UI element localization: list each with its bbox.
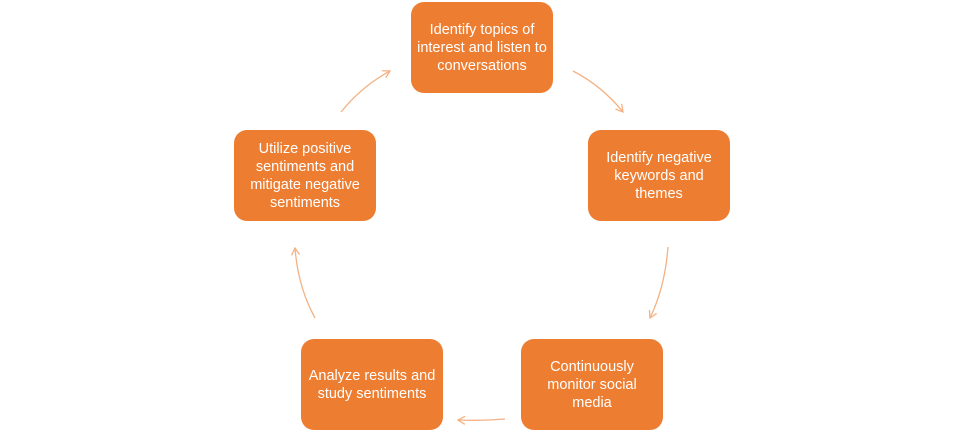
- cycle-node-analyze-results: Analyze results and study sentiments: [301, 339, 443, 430]
- node-label: Analyze results and study sentiments: [308, 367, 436, 402]
- cycle-node-identify-topics: Identify topics of interest and listen t…: [411, 2, 553, 93]
- cycle-node-monitor-social-media: Continuously monitor social media: [521, 339, 663, 430]
- arrow-n1-to-n2: [572, 70, 624, 114]
- arrow-n3-to-n4: [456, 415, 506, 425]
- arrow-n4-to-n5: [290, 246, 316, 319]
- arrow-n5-to-n1: [340, 70, 392, 113]
- node-label: Utilize positive sentiments and mitigate…: [250, 140, 360, 211]
- cycle-node-identify-negative-keywords: Identify negative keywords and themes: [588, 130, 730, 221]
- arrow-n2-to-n3: [648, 246, 669, 320]
- node-label: Identify topics of interest and listen t…: [417, 21, 547, 74]
- node-label: Continuously monitor social media: [547, 358, 637, 411]
- node-label: Identify negative keywords and themes: [606, 149, 712, 202]
- cycle-node-utilize-sentiments: Utilize positive sentiments and mitigate…: [234, 130, 376, 221]
